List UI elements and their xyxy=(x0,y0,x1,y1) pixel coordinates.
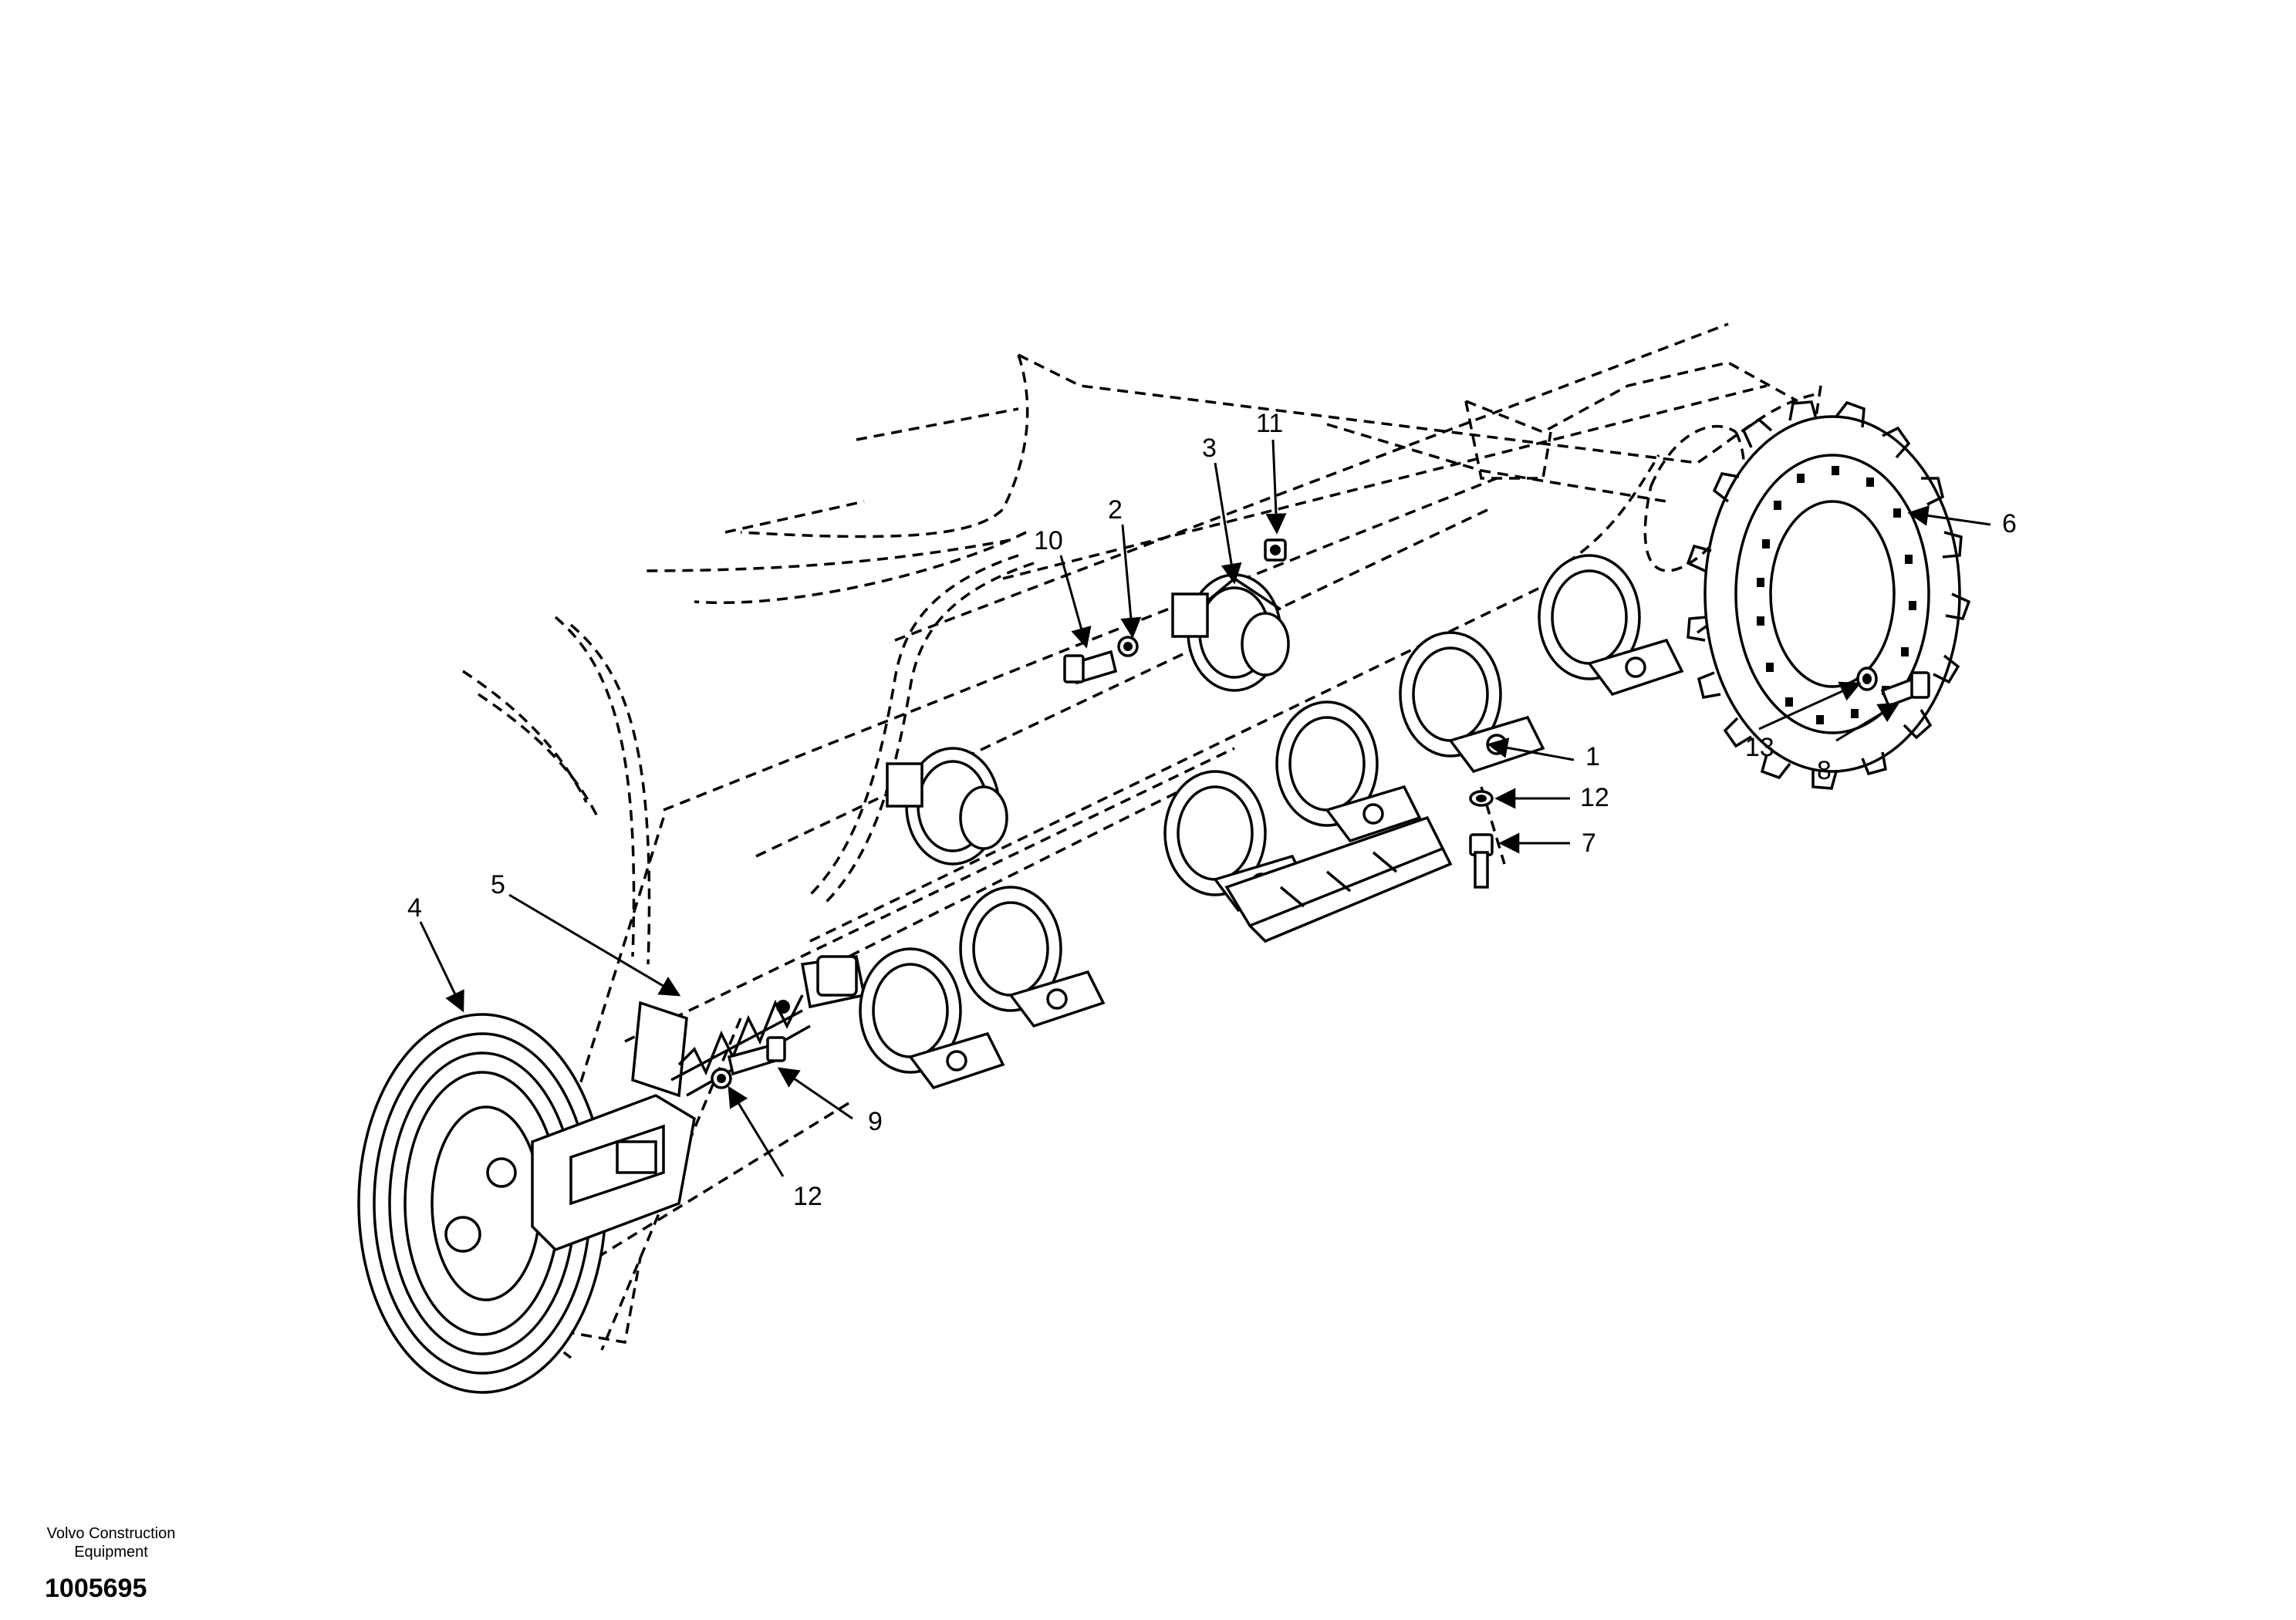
callout-12-right: 12 xyxy=(1580,783,1609,812)
callout-9: 9 xyxy=(868,1107,883,1136)
company-name-line1: Volvo Construction xyxy=(46,1525,176,1542)
callout-leaders xyxy=(419,439,1991,1177)
callout-3: 3 xyxy=(1202,434,1217,463)
idler-yoke-bracket xyxy=(531,1001,696,1252)
callout-11: 11 xyxy=(1256,409,1283,438)
recoil-spring-assembly xyxy=(670,955,866,1097)
callout-labels: 1 2 3 4 5 6 7 8 9 10 11 12 12 13 xyxy=(407,409,2017,1211)
track-roller-1 xyxy=(1538,554,1684,697)
callout-7: 7 xyxy=(1582,829,1596,858)
idler-bolt-and-washer xyxy=(711,1036,786,1089)
track-roller-5 xyxy=(959,886,1106,1028)
callout-12-left: 12 xyxy=(793,1182,822,1211)
carrier-roller-front xyxy=(886,747,1008,866)
roller-bolt-and-washer xyxy=(1469,790,1494,889)
callout-8: 8 xyxy=(1817,756,1832,785)
callout-1: 1 xyxy=(1585,742,1600,771)
callout-10: 10 xyxy=(1034,526,1063,555)
track-roller-6 xyxy=(859,947,1005,1090)
company-name-line2: Equipment xyxy=(74,1544,148,1561)
callout-5: 5 xyxy=(491,870,505,899)
track-shoe-segment xyxy=(1224,815,1453,943)
callout-13: 13 xyxy=(1745,733,1774,762)
callout-4: 4 xyxy=(407,893,422,923)
company-name-block: Volvo Construction Equipment xyxy=(19,1524,204,1561)
callout-2: 2 xyxy=(1108,495,1123,525)
drive-sprocket xyxy=(1686,400,1971,790)
callout-6: 6 xyxy=(2002,509,2017,538)
carrier-roller-rear xyxy=(1171,573,1290,692)
carrier-bolt-washer-nut xyxy=(1063,538,1287,685)
document-number: 1005695 xyxy=(45,1574,147,1603)
track-roller-3 xyxy=(1275,700,1422,843)
sprocket-bolt-and-washer xyxy=(1856,667,1930,708)
